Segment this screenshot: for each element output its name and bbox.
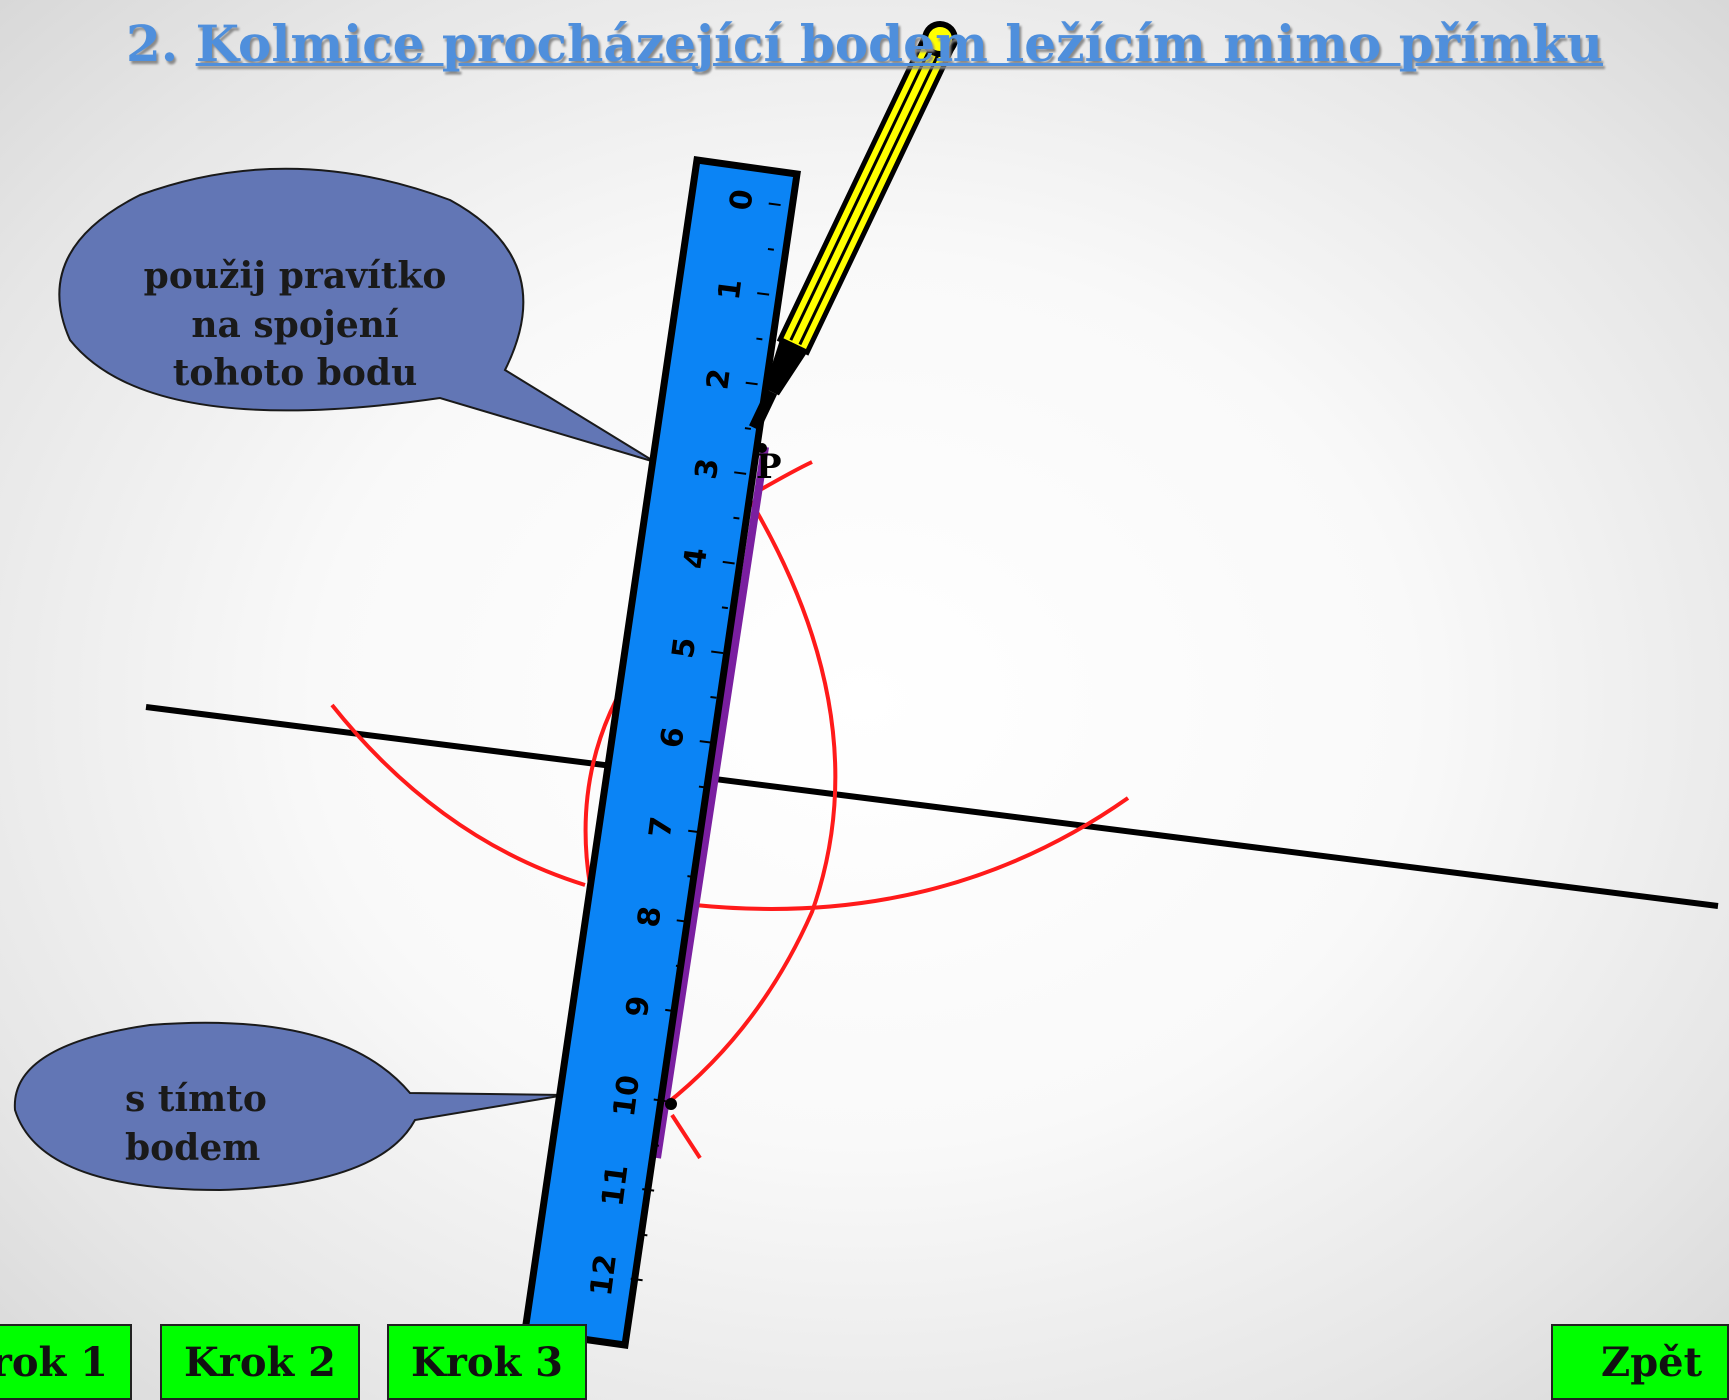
ruler-half-tick xyxy=(687,875,694,878)
ruler-half-tick xyxy=(641,1233,648,1237)
ruler-label-9: 9 xyxy=(620,994,657,1019)
ruler-label-8: 8 xyxy=(631,904,668,929)
title-number: 2. xyxy=(126,14,179,73)
point-intersection xyxy=(665,1098,677,1110)
ruler-label-10: 10 xyxy=(607,1073,647,1119)
ruler-half-tick xyxy=(733,516,740,520)
ruler-half-tick xyxy=(698,785,706,789)
ruler-label-1: 1 xyxy=(712,277,749,302)
arc-small-bottom xyxy=(670,1113,702,1160)
ruler-label-2: 2 xyxy=(700,367,737,392)
ruler-tick xyxy=(688,829,701,834)
ruler-tick xyxy=(665,1008,678,1013)
ruler-half-tick xyxy=(767,247,775,251)
ruler-half-tick xyxy=(744,427,752,430)
ruler-tick xyxy=(722,560,735,565)
bubble-top-text: použij pravítko na spojení tohoto bodu xyxy=(143,255,447,395)
ruler-half-tick xyxy=(652,1143,660,1147)
pencil-icon xyxy=(749,21,958,431)
speech-bubble-bottom xyxy=(13,1021,566,1192)
ruler-half-tick xyxy=(675,964,683,968)
arc-from-p-right xyxy=(694,796,1130,911)
arc-small-top xyxy=(759,460,813,492)
ruler-tick xyxy=(676,919,689,923)
arc-large-right xyxy=(663,498,838,1107)
ruler-label-12: 12 xyxy=(584,1252,624,1298)
ruler-label-11: 11 xyxy=(595,1163,635,1209)
point-p-label: P xyxy=(756,447,782,487)
zpet-button[interactable]: Zpět xyxy=(1551,1324,1729,1400)
krok1-button[interactable]: Krok 1 xyxy=(0,1324,132,1400)
ruler-label-5: 5 xyxy=(666,635,703,660)
ruler-tick xyxy=(768,202,781,207)
speech-bubble-top xyxy=(58,167,656,463)
ruler-half-tick xyxy=(721,606,729,610)
bubble-bottom-text: s tímto bodem xyxy=(125,1078,267,1169)
ruler-tick xyxy=(757,292,770,296)
ruler-label-7: 7 xyxy=(643,815,680,840)
given-line xyxy=(145,704,1719,909)
ruler-label-3: 3 xyxy=(689,456,726,481)
ruler-body xyxy=(521,156,801,1349)
point-p xyxy=(757,443,767,453)
ruler-tick xyxy=(745,381,758,386)
ruler-tick xyxy=(711,650,724,655)
page-title: 2. Kolmice procházející bodem ležícím mi… xyxy=(0,14,1729,73)
ruler-label-4: 4 xyxy=(677,546,714,571)
ruler-tick xyxy=(653,1098,666,1103)
ruler-label-6: 6 xyxy=(654,725,691,750)
ruler-tick xyxy=(734,471,747,475)
arc-from-p xyxy=(330,703,586,887)
ruler-half-tick xyxy=(710,695,717,699)
ruler-tick xyxy=(699,740,712,744)
ruler-label-0: 0 xyxy=(723,187,760,212)
ruler-tick xyxy=(630,1277,643,1282)
perpendicular-line xyxy=(653,446,769,1159)
ruler-tick xyxy=(642,1188,655,1192)
krok3-button[interactable]: Krok 3 xyxy=(387,1324,587,1400)
ruler-half-tick xyxy=(664,1054,671,1058)
title-text: Kolmice procházející bodem ležícím mimo … xyxy=(195,14,1603,73)
ruler-half-tick xyxy=(756,337,763,341)
krok2-button[interactable]: Krok 2 xyxy=(160,1324,360,1400)
